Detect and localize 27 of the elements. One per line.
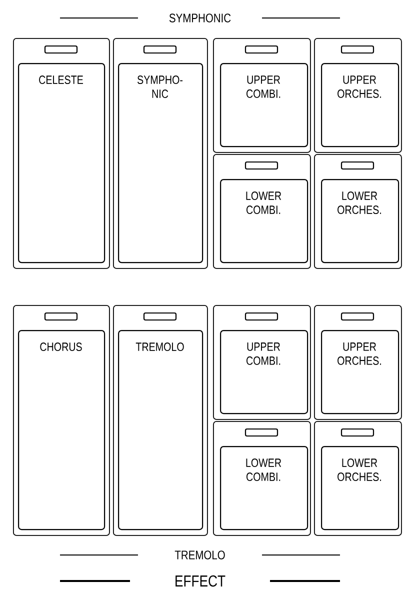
button-housing — [113, 38, 208, 269]
push-button: CELESTE — [18, 63, 106, 264]
button-housing — [13, 38, 110, 269]
button-housing — [213, 154, 311, 269]
button-housing — [13, 305, 110, 536]
push-button: TREMOLO — [118, 330, 204, 530]
push-button: LOWER ORCHES. — [321, 446, 400, 530]
push-button: UPPER COMBI. — [220, 330, 308, 414]
push-button: UPPER COMBI. — [220, 63, 308, 148]
group-label: TREMOLO — [174, 550, 225, 560]
push-button: UPPER ORCHES. — [321, 63, 400, 148]
button-housing — [113, 305, 208, 536]
push-button: LOWER COMBI. — [220, 179, 308, 264]
button-housing — [314, 305, 402, 420]
button-housing — [314, 421, 402, 536]
button-housing — [213, 421, 311, 536]
push-button: CHORUS — [18, 330, 106, 530]
group-label: EFFECT — [176, 575, 226, 587]
push-button: UPPER ORCHES. — [321, 330, 400, 414]
button-housing — [314, 38, 402, 153]
group-label: SYMPHONIC — [169, 14, 231, 22]
button-housing — [213, 38, 311, 153]
button-housing — [213, 305, 311, 420]
push-button: SYMPHO- NIC — [118, 63, 204, 264]
push-button: LOWER COMBI. — [220, 446, 308, 530]
push-button: LOWER ORCHES. — [321, 179, 400, 264]
button-housing — [314, 154, 402, 269]
